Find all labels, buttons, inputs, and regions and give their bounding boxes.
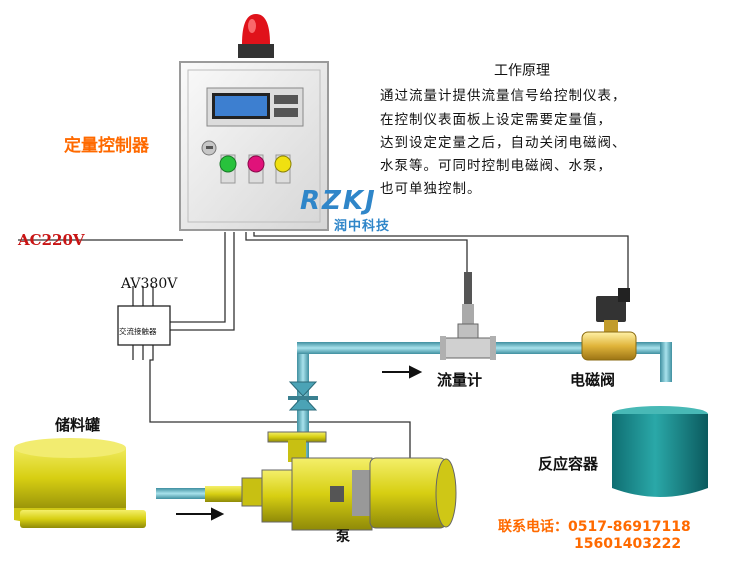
storage-tank-label: 储料罐 [55, 416, 101, 434]
contactor-label: 交流接触器 [119, 327, 157, 336]
flow-meter-label: 流量计 [437, 371, 483, 389]
company-logo-subtitle: 润中科技 [334, 219, 391, 234]
company-logo: RZKJ [300, 186, 377, 216]
principle-line: 也可单独控制。 [380, 181, 482, 197]
solenoid-valve [581, 288, 637, 361]
flow-arrows [176, 365, 423, 521]
solenoid-valve-label: 电磁阀 [570, 371, 616, 389]
principle-line: 通过流量计提供流量信号给控制仪表， [380, 88, 627, 104]
key-switch [201, 140, 217, 156]
flow-meter [440, 272, 496, 360]
indicator-lights [219, 154, 292, 184]
control-instrument-panel [206, 87, 304, 127]
green-light-icon [219, 155, 237, 173]
magenta-light-icon [247, 155, 265, 173]
wiring [18, 232, 629, 460]
principle-line: 达到设定定量之后，自动关闭电磁阀、 [380, 135, 627, 151]
reactor-label: 反应容器 [538, 455, 599, 473]
ac-contactor [117, 305, 171, 346]
principle-line: 水泵等。可同时控制电磁阀、水泵， [380, 158, 612, 174]
storage-tank [14, 438, 146, 528]
contact-mobile: 15601403222 [574, 536, 682, 552]
pump-assembly [205, 431, 457, 531]
contact-phone: 联系电话：0517-86917118 [498, 519, 691, 535]
power-220-label: AC220V [18, 231, 85, 249]
yellow-light-icon [274, 155, 292, 173]
principle-line: 在控制仪表面板上设定需要定量值， [380, 112, 612, 128]
reactor-vessel [612, 406, 708, 497]
alarm-beacon [238, 14, 274, 58]
gate-valve [288, 381, 318, 411]
pump-label: 泵 [336, 529, 350, 545]
power-380-label: AV380V [121, 276, 178, 292]
controller-label: 定量控制器 [64, 136, 149, 156]
principle-title: 工作原理 [494, 63, 550, 79]
